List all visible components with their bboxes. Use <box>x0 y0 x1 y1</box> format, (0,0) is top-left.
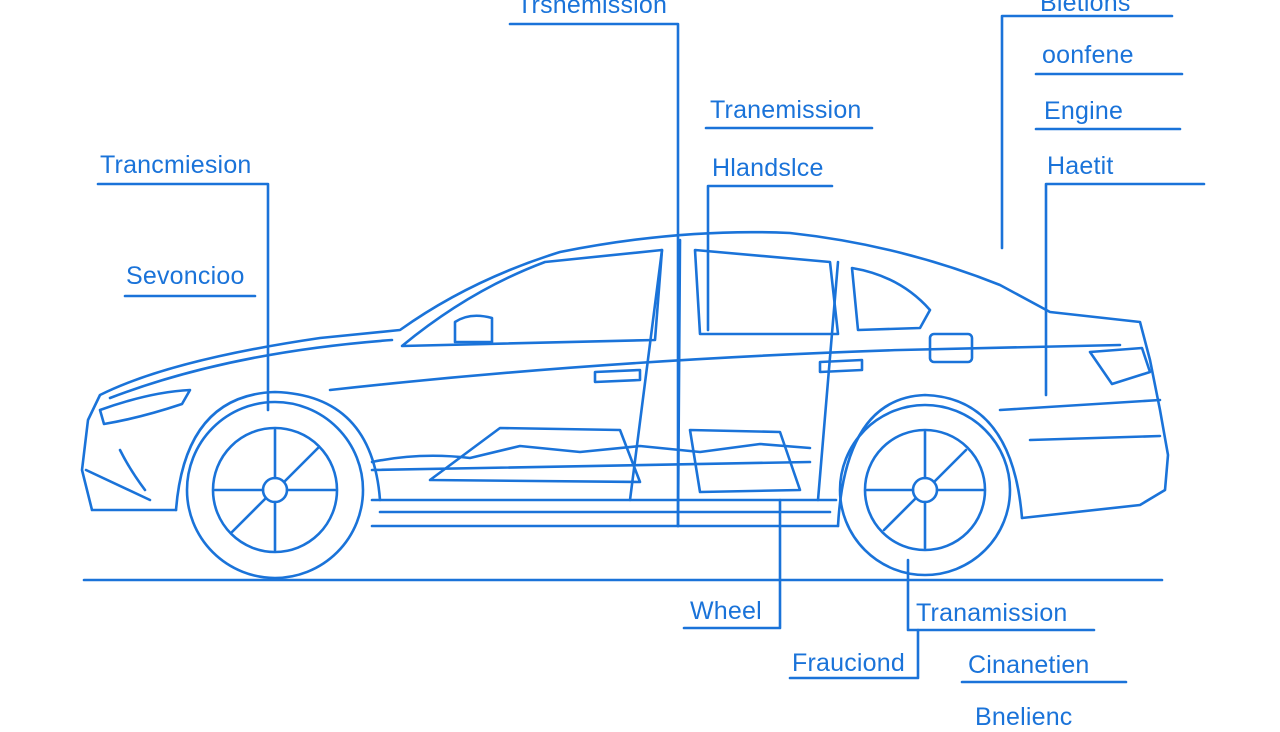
side-mirror <box>453 314 494 344</box>
rear-wheel <box>838 403 1012 577</box>
headlight <box>98 388 192 426</box>
label-transmission-bottom: Tranamission <box>916 599 1068 627</box>
label-haetit: Haetit <box>1047 152 1114 180</box>
label-oonfene: oonfene <box>1042 41 1134 69</box>
label-bletions: Bletions <box>1040 0 1131 17</box>
label-wheel: Wheel <box>690 597 762 625</box>
drivetrain <box>370 442 812 472</box>
quarter-window <box>850 266 932 332</box>
label-sevoncioo: Sevoncioo <box>126 262 245 290</box>
label-transmission-left: Trancmiesion <box>100 151 252 179</box>
door-handle-front <box>593 368 642 384</box>
label-bnelienc: Bnelienc <box>975 703 1073 731</box>
leader-lines <box>96 14 1206 684</box>
label-frauciond: Frauciond <box>792 649 905 677</box>
door-handle-rear <box>818 358 864 374</box>
label-transmission-top: Trsnemission <box>517 0 668 19</box>
fuel-cap <box>928 332 974 364</box>
taillight <box>1088 346 1152 386</box>
car-body-outline <box>80 230 1170 528</box>
label-handslce: Hlandslce <box>712 154 824 182</box>
front-window <box>400 248 664 348</box>
label-cinanetien: Cinanetien <box>968 651 1090 679</box>
label-engine: Engine <box>1044 97 1124 125</box>
label-transmission-center: Tranemission <box>710 96 862 124</box>
front-wheel <box>185 400 365 580</box>
rear-window <box>693 248 840 336</box>
